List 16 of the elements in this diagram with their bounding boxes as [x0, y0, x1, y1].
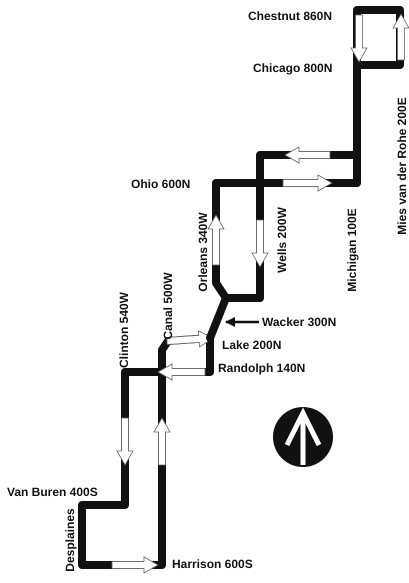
street-label: Randolph 140N [218, 361, 306, 375]
street-label: Lake 200N [222, 338, 282, 352]
street-label: Orleans 340W [196, 212, 210, 292]
street-label: Harrison 600S [172, 557, 253, 571]
street-label: Mies van der Rohe 200E [395, 97, 409, 235]
street-label: Canal 500W [161, 272, 175, 340]
leader-arrow [225, 317, 259, 327]
street-label: Wells 200W [275, 207, 289, 273]
street-label: Ohio 600N [131, 177, 190, 191]
street-label: Chicago 800N [253, 61, 332, 75]
street-label: Michigan 100E [345, 208, 359, 292]
street-label: Desplaines [63, 508, 77, 572]
street-label: Wacker 300N [262, 315, 336, 329]
street-label: Clinton 540W [117, 292, 131, 368]
street-label: Van Buren 400S [7, 485, 98, 499]
street-label: Chestnut 860N [248, 9, 332, 23]
